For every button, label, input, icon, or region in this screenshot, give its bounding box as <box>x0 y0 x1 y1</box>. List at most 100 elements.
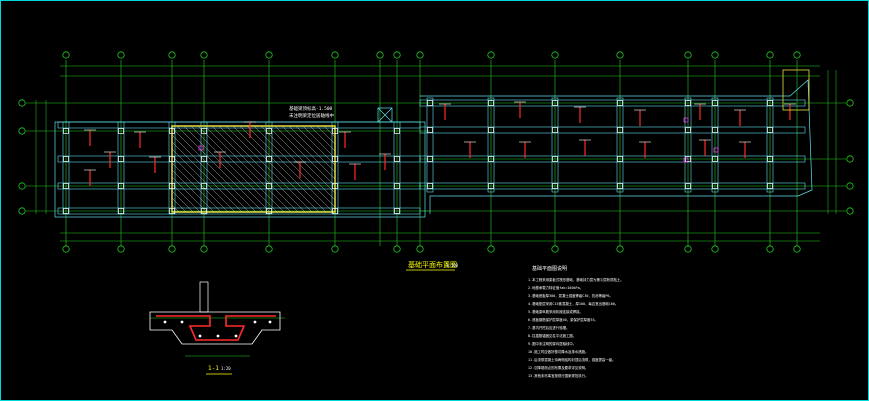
foundation-beam <box>419 126 806 134</box>
hatch-line <box>176 125 264 213</box>
foundation-beam <box>419 155 806 163</box>
column <box>767 156 773 162</box>
hatch-line <box>171 148 236 213</box>
note-line: 9.图中未注明的梁均居轴线中。 <box>528 341 576 346</box>
column <box>118 156 124 162</box>
column <box>685 100 691 106</box>
column <box>617 127 623 133</box>
axis-grid-layer <box>18 51 854 253</box>
hatch-line <box>302 125 336 159</box>
axis-bubble-bottom <box>200 245 208 253</box>
column <box>552 183 558 189</box>
hatched-raft-zone <box>171 125 336 213</box>
rebar-dot <box>216 334 220 338</box>
note-line: 7.基坑开挖后应进行验槽。 <box>528 325 569 330</box>
foundation-beam <box>57 155 421 163</box>
column <box>488 156 494 162</box>
column <box>488 100 494 106</box>
axis-bubble-top <box>393 51 401 59</box>
axis-bubble-top <box>711 51 719 59</box>
axis-bubble-bottom <box>265 245 273 253</box>
column <box>169 128 175 134</box>
column <box>488 183 494 189</box>
notes-block: 基础平面图说明 1.本工程采用梁板式筏形基础，基础持力层为第②层粉质粘土。 2.… <box>528 265 624 378</box>
axis-bubble-bottom <box>393 245 401 253</box>
column <box>332 208 338 214</box>
hatch-line <box>171 183 201 213</box>
hatch-line <box>239 125 327 213</box>
axis-bubble-top <box>265 51 273 59</box>
column <box>332 156 338 162</box>
rebar-dot <box>180 320 184 324</box>
marker <box>683 117 689 123</box>
hatch-line <box>197 125 285 213</box>
column <box>712 183 718 189</box>
marker <box>683 157 689 163</box>
note-line: 11.后浇带混凝土待两侧结构封顶后浇筑，强度提高一级。 <box>528 357 616 362</box>
foundation-beam <box>57 121 421 129</box>
axis-bubble-top <box>331 51 339 59</box>
axis-bubble-left <box>18 207 26 215</box>
axis-bubble-right <box>846 182 854 190</box>
foundation-beam <box>57 207 421 215</box>
column <box>63 208 69 214</box>
foundation-beam <box>711 97 719 193</box>
hatch-line <box>171 162 222 213</box>
section-title: 1-1 <box>208 365 219 372</box>
column <box>63 156 69 162</box>
hatch-line <box>211 125 299 213</box>
column <box>617 156 623 162</box>
hatch-line <box>260 125 336 201</box>
hatch-line <box>190 125 278 213</box>
column <box>201 128 207 134</box>
rebar-dot <box>234 334 238 338</box>
column <box>617 183 623 189</box>
axis-bubble-top <box>200 51 208 59</box>
column <box>427 183 433 189</box>
shaft-outline <box>782 69 810 111</box>
marker <box>713 147 719 153</box>
plan-note-line-2: 未注明梁定位居轴线中 <box>289 112 334 119</box>
column <box>266 208 272 214</box>
hatch-line <box>323 125 336 138</box>
hatch-line <box>171 141 243 213</box>
column <box>394 208 400 214</box>
axis-bubble-top <box>62 51 70 59</box>
raft-outline <box>54 121 426 218</box>
note-line: 6.底板钢筋保护层厚度40，梁保护层厚度35。 <box>528 317 598 322</box>
hatch-line <box>171 197 187 213</box>
column <box>712 127 718 133</box>
note-line: 2.地基承载力特征值fak=160kPa。 <box>528 285 583 290</box>
foundation-beam <box>684 97 692 193</box>
axis-bubble-top <box>416 51 424 59</box>
rebar-dot <box>198 334 202 338</box>
column <box>266 183 272 189</box>
axis-bubble-left <box>18 99 26 107</box>
axis-bubble-bottom <box>616 245 624 253</box>
column <box>118 208 124 214</box>
column <box>712 100 718 106</box>
column <box>201 183 207 189</box>
axis-bubble-top <box>487 51 495 59</box>
hatch-line <box>330 125 336 131</box>
hatch-line <box>253 125 336 208</box>
marker <box>198 145 204 151</box>
axis-bubble-bottom <box>62 245 70 253</box>
hatch-line <box>316 125 336 145</box>
column <box>63 183 69 189</box>
foundation-beam <box>551 97 559 193</box>
axis-bubble-bottom <box>168 245 176 253</box>
opening-box <box>377 107 393 123</box>
axis-bubble-bottom <box>711 245 719 253</box>
axis-bubble-top <box>766 51 774 59</box>
axis-bubble-top <box>684 51 692 59</box>
plan-detail-layer <box>63 69 810 271</box>
rebar-dot <box>253 320 257 324</box>
column <box>712 156 718 162</box>
axis-bubble-top <box>117 51 125 59</box>
column <box>552 100 558 106</box>
hatch-line <box>225 125 313 213</box>
column <box>118 128 124 134</box>
section-detail-1-1 <box>149 281 285 375</box>
